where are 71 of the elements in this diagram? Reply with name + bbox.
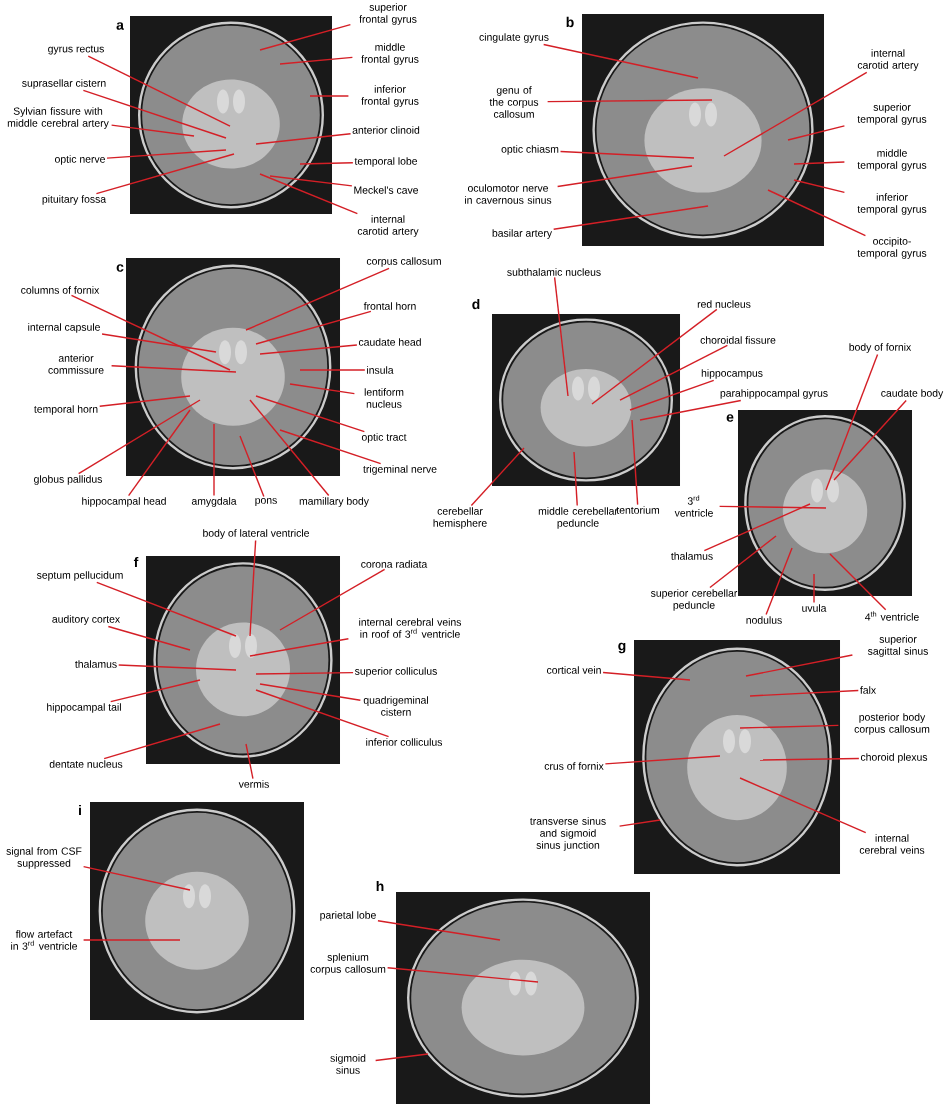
leader-line (309, 95, 350, 97)
leader-line (259, 23, 352, 51)
leader-line (269, 175, 353, 187)
leader-line (106, 149, 227, 159)
leader-line (255, 310, 372, 345)
leader-line (87, 55, 231, 127)
leader-line (602, 671, 691, 681)
leader-line (556, 165, 693, 188)
leader-line (77, 399, 201, 475)
leader-line (739, 724, 840, 729)
leader-line (249, 638, 350, 657)
leader-line (103, 723, 221, 760)
leader-line (299, 162, 354, 165)
leader-line (289, 383, 356, 395)
leader-line (82, 89, 227, 139)
leader-line (591, 308, 718, 405)
leader-line (767, 189, 867, 237)
leader-line (110, 365, 237, 373)
leader-line (718, 505, 827, 509)
leader-line (279, 568, 386, 631)
leader-line (618, 819, 661, 827)
leader-line (96, 581, 237, 637)
leader-line (245, 743, 254, 780)
leader-line (745, 654, 854, 677)
leader-line (259, 683, 362, 701)
leader-line (559, 150, 695, 159)
leader-line (279, 429, 382, 465)
leader-line (255, 133, 352, 145)
leader-line (749, 689, 859, 697)
leader-line (619, 344, 729, 401)
leader-line (631, 419, 639, 506)
leader-line (107, 625, 191, 651)
leader-line (386, 967, 539, 983)
leader-line (703, 503, 811, 552)
leader-line (552, 205, 709, 230)
leader-line (787, 125, 846, 141)
leader-line (249, 539, 257, 637)
leader-line (639, 399, 742, 421)
leader-line (110, 679, 201, 703)
leader-line (629, 379, 715, 411)
leader-line (604, 755, 721, 765)
leader-line (279, 56, 354, 65)
leader-line (255, 671, 354, 675)
leader-line (723, 71, 868, 157)
leader-line (255, 395, 366, 433)
leader-line (213, 423, 215, 497)
leader-line (739, 777, 867, 834)
leader-line (553, 276, 569, 397)
leader-line (110, 124, 195, 137)
leader-line (95, 153, 235, 195)
leader-line (542, 43, 699, 79)
leader-line (833, 399, 907, 481)
leader-line (813, 573, 815, 604)
leader-line (118, 664, 237, 671)
leader-line (82, 939, 181, 941)
leader-line (99, 395, 191, 407)
leader-line (825, 353, 879, 491)
leader-line (259, 344, 358, 355)
leader-line (709, 535, 777, 589)
leader-line (255, 689, 390, 738)
leader-line (70, 294, 231, 371)
leader-line (573, 451, 578, 507)
leader-line (299, 369, 366, 371)
leader-line (245, 267, 390, 331)
leader-line (101, 333, 217, 353)
leader-line (793, 179, 846, 194)
leader-line (546, 99, 713, 103)
leader-line (759, 757, 860, 761)
leader-line (793, 161, 846, 165)
leader-line (470, 447, 525, 507)
leader-line (259, 173, 359, 215)
